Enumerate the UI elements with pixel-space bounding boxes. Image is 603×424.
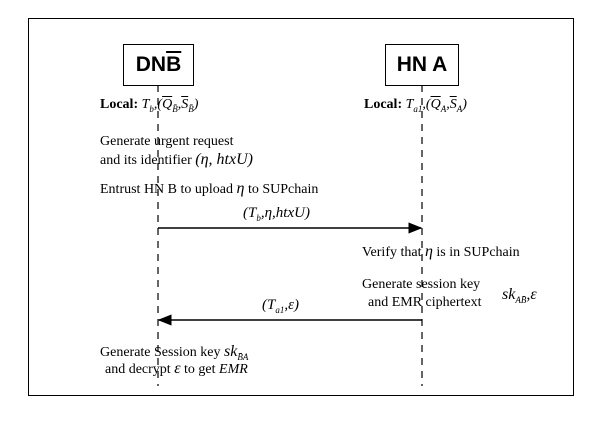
- left-local-label: Local:: [100, 97, 139, 112]
- gen-key-math: skAB̄,ε: [502, 286, 537, 306]
- verify-line: Verify that η is in SUPchain: [362, 243, 520, 261]
- gen-request-math: (η, htxU): [195, 151, 253, 168]
- final-math: skB̄A: [224, 343, 249, 363]
- gen-request-line-1: Generate urgent request: [100, 134, 234, 149]
- left-local-state: Local: Tb,(QB̄,SB̄): [100, 96, 198, 113]
- entrust-eta: η: [236, 180, 245, 197]
- final-text-2b: to get: [184, 362, 216, 377]
- final-emr: EMR: [219, 362, 248, 377]
- verify-text-2: is in SUPchain: [436, 245, 520, 260]
- final-line-1: Generate Session key skB̄A: [100, 343, 249, 363]
- party-dn-b-name: B: [166, 53, 182, 76]
- left-local-vars: Tb,(QB̄,SB̄): [141, 97, 199, 114]
- final-text-2a: and decrypt: [105, 362, 171, 377]
- final-line-2: and decrypt ε to get EMR: [105, 360, 248, 378]
- entrust-text-2: to SUPchain: [247, 182, 319, 197]
- gen-request-text: and its identifier: [100, 153, 192, 168]
- entrust-text-1: Entrust HN B to upload: [100, 182, 233, 197]
- party-hn-a: HN A: [385, 44, 459, 86]
- party-dn-b: DN B: [123, 44, 194, 86]
- right-local-vars: Ta1,(QA,SA): [405, 97, 467, 114]
- party-dn-b-prefix: DN: [135, 53, 167, 76]
- verify-eta: η: [424, 243, 433, 260]
- final-eps: ε: [174, 360, 181, 377]
- gen-key-line-1: Generate session key: [362, 277, 481, 292]
- diagram-frame: [28, 18, 574, 396]
- message-1-label: (Tb,η,htxU): [243, 205, 310, 223]
- gen-key-line-2: and EMR ciphertext: [368, 295, 482, 310]
- entrust-line: Entrust HN B to upload η to SUPchain: [100, 180, 318, 198]
- right-local-label: Local:: [364, 97, 403, 112]
- message-2-label: (Ta1,ε): [262, 297, 299, 315]
- final-text-1: Generate Session key: [100, 345, 221, 360]
- right-local-state: Local: Ta1,(QA,SA): [364, 96, 467, 113]
- gen-request-line-2: and its identifier (η, htxU): [100, 151, 253, 169]
- verify-text-1: Verify that: [362, 245, 422, 260]
